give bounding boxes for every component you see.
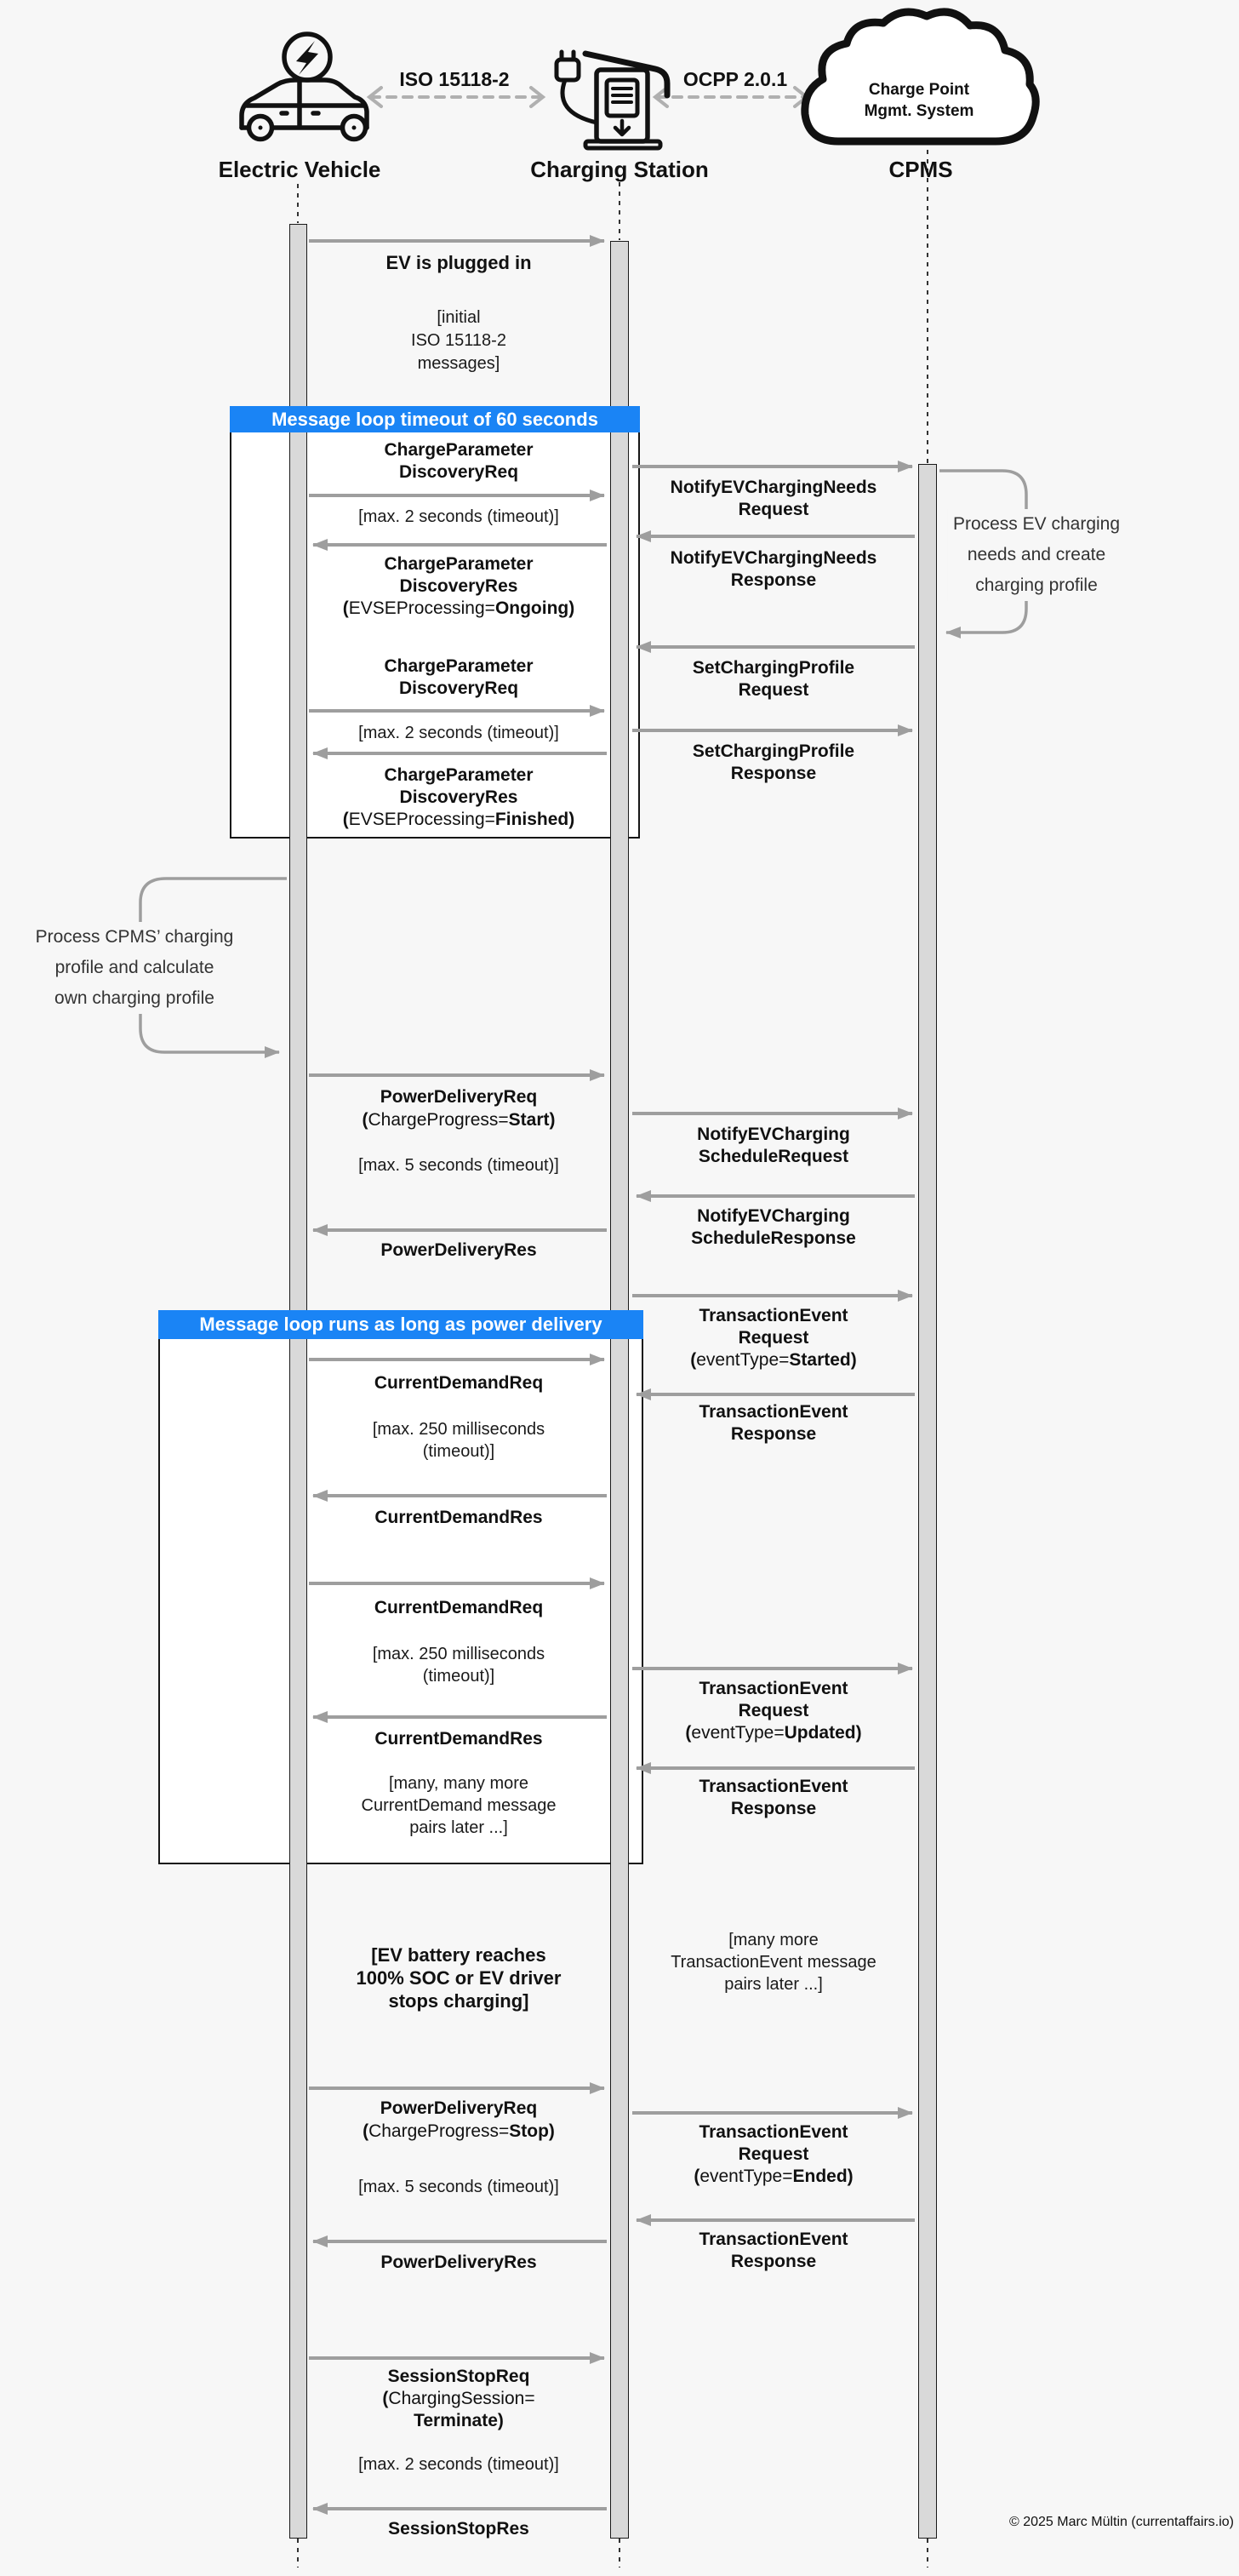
- msg-set-profile-res: SetChargingProfile Response: [692, 741, 855, 783]
- msg-pd-req-start: PowerDeliveryReq: [380, 1087, 538, 1107]
- loop2-header: Message loop runs as long as power deliv…: [158, 1310, 643, 1339]
- note-timeout-250-1: [max. 250 milliseconds (timeout)]: [372, 1420, 545, 1461]
- lightning-bolt-icon: [296, 41, 318, 75]
- msg-te-res-2: TransactionEvent Response: [699, 1777, 848, 1818]
- protocol-label-iso: ISO 15118-2: [399, 68, 510, 90]
- charging-station-icon: [554, 49, 671, 151]
- actor-label-cs: Charging Station: [530, 157, 709, 182]
- cpms-activation-bar: [918, 464, 937, 2539]
- charging-station-activation-bar: [610, 241, 629, 2539]
- msg-pd-res-2: PowerDeliveryRes: [380, 2253, 537, 2272]
- station-screen: [604, 77, 640, 118]
- car-lines: [239, 79, 369, 130]
- station-pillar: [594, 67, 650, 144]
- msg-te-req-ended-param: (eventType=Ended): [694, 2167, 854, 2186]
- loop-frame-2: [158, 1310, 643, 1864]
- msg-cpd-req-2: ChargeParameter DiscoveryReq: [384, 656, 534, 698]
- msg-te-req-started-param: (eventType=Started): [690, 1350, 857, 1370]
- msg-notify-sched-res: NotifyEVCharging ScheduleResponse: [691, 1206, 856, 1248]
- cpms-cloud-icon: [801, 8, 1040, 146]
- ocpp-arrowhead-right: [793, 86, 810, 108]
- msg-ss-req: SessionStopReq: [387, 2367, 530, 2386]
- actor-label-cpms: CPMS: [888, 157, 953, 182]
- ev-activation-bar: [289, 224, 307, 2539]
- msg-ss-req-terminate: Terminate): [414, 2411, 504, 2430]
- loop1-header: Message loop timeout of 60 seconds: [230, 406, 640, 432]
- msg-cpd-res-2: ChargeParameter DiscoveryRes: [384, 765, 534, 807]
- msg-te-req-updated-param: (eventType=Updated): [685, 1723, 862, 1743]
- msg-set-profile-req: SetChargingProfile Request: [692, 658, 855, 700]
- note-timeout-2s-2: [max. 2 seconds (timeout)]: [358, 724, 559, 742]
- msg-cpd-req-1: ChargeParameter DiscoveryReq: [384, 440, 534, 482]
- msg-te-res-3: TransactionEvent Response: [699, 2230, 848, 2271]
- msg-notify-sched-req: NotifyEVCharging ScheduleRequest: [697, 1125, 850, 1166]
- msg-te-req-updated: TransactionEvent Request: [699, 1679, 848, 1720]
- note-timeout-2s-3: [max. 2 seconds (timeout)]: [358, 2455, 559, 2474]
- car-wheel-left: [246, 113, 275, 142]
- lightning-circle-icon: [282, 31, 333, 83]
- station-base: [583, 139, 663, 151]
- msg-pd-req-stop-param: (ChargeProgress=Stop): [363, 2121, 555, 2141]
- copyright-text: © 2025 Marc Mültin (currentaffairs.io): [1008, 2515, 1234, 2529]
- ocpp-arrowhead-left: [652, 86, 669, 108]
- loop2-title: Message loop runs as long as power deliv…: [199, 1314, 602, 1335]
- msg-ev-plugged-in: EV is plugged in: [385, 252, 532, 273]
- iso-arrowhead-left: [366, 86, 383, 108]
- msg-notify-needs-req: NotifyEVChargingNeeds Request: [670, 478, 877, 519]
- loop1-title: Message loop timeout of 60 seconds: [271, 408, 598, 430]
- note-initial-messages: [initial ISO 15118-2 messages]: [411, 308, 506, 373]
- msg-te-res-1: TransactionEvent Response: [699, 1402, 848, 1444]
- station-down-arrow: [613, 118, 631, 137]
- plug-prongs: [559, 49, 576, 62]
- note-timeout-5s-2: [max. 5 seconds (timeout)]: [358, 2178, 559, 2196]
- annotation-ev-process: Process CPMS’ charging profile and calcu…: [30, 922, 239, 1014]
- msg-pd-res-1: PowerDeliveryRes: [380, 1240, 537, 1260]
- electric-vehicle-icon: [239, 31, 369, 142]
- msg-te-req-started: TransactionEvent Request: [699, 1306, 848, 1348]
- msg-ss-res: SessionStopRes: [388, 2519, 529, 2539]
- cloud-label: Charge Point Mgmt. System: [864, 81, 974, 120]
- msg-pd-req-stop: PowerDeliveryReq: [380, 2098, 538, 2118]
- msg-cpd-res-2-param: (EVSEProcessing=Finished): [342, 810, 575, 829]
- msg-notify-needs-res: NotifyEVChargingNeeds Response: [670, 548, 877, 590]
- car-body: [239, 77, 369, 130]
- msg-cd-req-2: CurrentDemandReq: [374, 1598, 544, 1617]
- station-screen-lines: [611, 87, 633, 104]
- msg-cd-res-2: CurrentDemandRes: [374, 1729, 543, 1749]
- note-timeout-2s-1: [max. 2 seconds (timeout)]: [358, 507, 559, 526]
- plug-cable: [560, 77, 599, 125]
- annotation-cpms-process: Process EV charging needs and create cha…: [947, 509, 1126, 601]
- note-battery-full: [EV battery reaches 100% SOC or EV drive…: [356, 1944, 562, 2012]
- msg-cd-res-1: CurrentDemandRes: [374, 1508, 543, 1527]
- msg-cd-req-1: CurrentDemandReq: [374, 1373, 544, 1393]
- protocol-label-ocpp: OCPP 2.0.1: [682, 68, 788, 90]
- msg-ss-req-param: (ChargingSession=: [382, 2389, 535, 2408]
- note-timeout-5s-1: [max. 5 seconds (timeout)]: [358, 1156, 559, 1175]
- plug-icon: [554, 57, 581, 83]
- msg-cpd-res-1-param: (EVSEProcessing=Ongoing): [342, 598, 575, 618]
- note-many-transaction-event: [many more TransactionEvent message pair…: [671, 1931, 876, 1994]
- station-canopy: [582, 50, 671, 99]
- note-many-current-demand: [many, many more CurrentDemand message p…: [361, 1774, 557, 1837]
- actor-label-ev: Electric Vehicle: [218, 157, 381, 182]
- iso-arrowhead-right: [529, 86, 546, 108]
- note-timeout-250-2: [max. 250 milliseconds (timeout)]: [372, 1645, 545, 1686]
- car-wheel-right: [340, 113, 368, 142]
- msg-te-req-ended: TransactionEvent Request: [699, 2122, 848, 2164]
- msg-pd-req-start-param: (ChargeProgress=Start): [362, 1110, 556, 1130]
- msg-cpd-res-1: ChargeParameter DiscoveryRes: [384, 554, 534, 596]
- cloud-outline: [801, 8, 1040, 146]
